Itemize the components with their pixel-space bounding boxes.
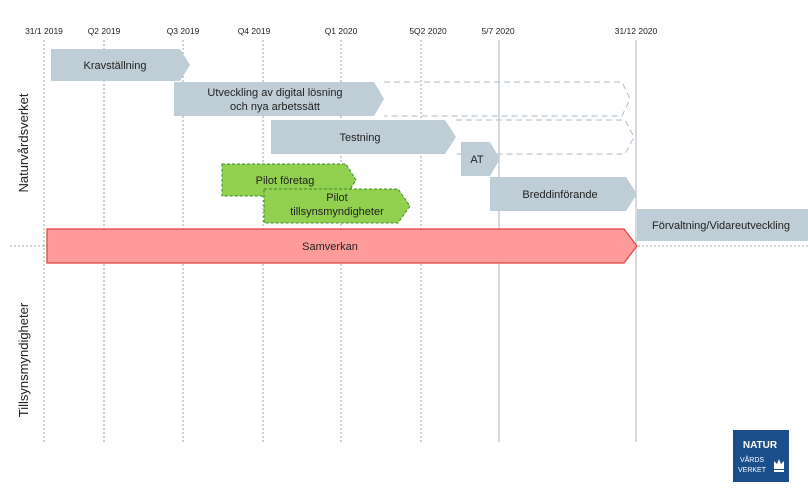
forvaltning-box — [637, 209, 808, 241]
crown-icon — [774, 459, 784, 472]
logo-line3: VERKET — [738, 467, 767, 474]
samverkan-label: Samverkan — [302, 241, 358, 253]
utveckling-label-line1: Utveckling av digital lösning — [207, 87, 342, 99]
utveckling-arrow — [174, 82, 384, 116]
kravstallning-label: Kravställning — [84, 60, 147, 72]
logo-background — [733, 430, 789, 482]
forvaltning-label: Förvaltning/Vidareutveckling — [652, 220, 790, 232]
milestone-label: Q3 2019 — [167, 26, 200, 36]
kravstallning-arrow — [51, 49, 190, 81]
pilot-tillsyn-arrow — [263, 188, 411, 224]
milestone-label: 5/7 2020 — [481, 26, 514, 36]
pilot-tillsyn-label-line1: Pilot — [326, 192, 347, 204]
samverkan-arrow — [46, 228, 638, 264]
milestone-label: Q1 2020 — [325, 26, 358, 36]
milestone-label: 5Q2 2020 — [409, 26, 447, 36]
milestone-label: 31/1 2019 — [25, 26, 63, 36]
pilot-foretag-arrow — [221, 163, 357, 197]
testning-extension-arrow — [456, 119, 635, 155]
pilot-tillsyn-label-line2: tillsynsmyndigheter — [290, 206, 384, 218]
utveckling-extension-arrow — [384, 81, 631, 117]
milestone-label: 31/12 2020 — [615, 26, 658, 36]
milestone-label: Q2 2019 — [88, 26, 121, 36]
breddinforande-arrow — [490, 177, 637, 211]
testning-label: Testning — [340, 132, 381, 144]
pilot-foretag-label: Pilot företag — [256, 175, 315, 187]
at-arrow — [461, 142, 500, 176]
lane-label-naturvardsverket: Naturvårdsverket — [16, 93, 31, 192]
lane-label-tillsynsmyndigheter: Tillsynsmyndigheter — [16, 302, 31, 417]
logo-line1: NATUR — [743, 440, 778, 451]
at-label: AT — [470, 154, 484, 166]
logo-line2: VÅRDS — [740, 455, 764, 464]
breddinforande-label: Breddinförande — [522, 189, 597, 201]
milestone-label: Q4 2019 — [238, 26, 271, 36]
utveckling-label-line2: och nya arbetssätt — [230, 101, 320, 113]
milestone-labels: 31/1 2019 Q2 2019 Q3 2019 Q4 2019 Q1 202… — [25, 26, 657, 36]
naturvardsverket-logo: NATUR VÅRDS VERKET — [733, 430, 789, 482]
testning-arrow — [271, 120, 456, 154]
